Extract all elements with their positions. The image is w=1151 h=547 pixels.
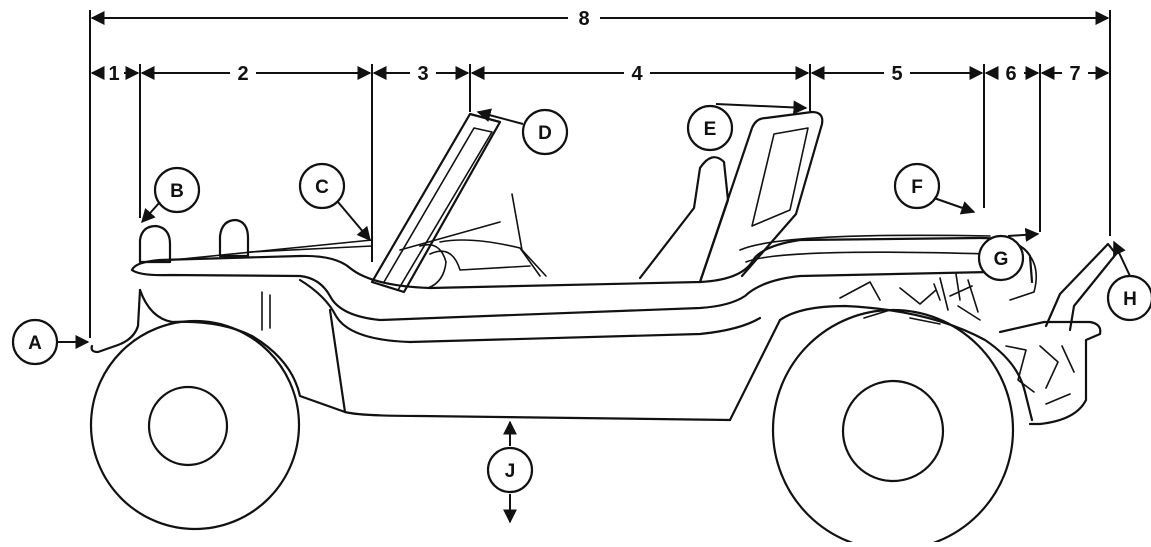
windshield-frame xyxy=(370,112,502,294)
windshield-inner xyxy=(383,127,493,291)
rear-bumper-frame xyxy=(998,320,1102,426)
front-bumper xyxy=(90,288,142,354)
callout-d-arrow xyxy=(476,108,524,125)
dune-buggy-illustration xyxy=(89,110,1118,547)
front-wheel xyxy=(89,319,301,531)
rear-wheel-hub xyxy=(841,379,945,483)
callout-b-label: B xyxy=(170,181,184,202)
roll-bar-inner xyxy=(751,127,809,227)
driver-seat-front xyxy=(419,243,447,289)
dimension-1-label: 1 xyxy=(108,63,119,85)
callout-h-arrow xyxy=(1113,240,1131,277)
rear-fender-arch xyxy=(778,304,1034,422)
callouts: A B C D E F G H J xyxy=(11,100,1151,524)
dimension-8-label: 8 xyxy=(578,8,589,30)
callout-g-label: G xyxy=(994,249,1009,270)
callout-f-circle xyxy=(893,162,941,210)
front-wheel-hub xyxy=(147,385,229,467)
engine-detail xyxy=(839,281,981,325)
dimension-4-label: 4 xyxy=(631,63,643,85)
engine-cage xyxy=(1005,345,1075,405)
dimension-3-label: 3 xyxy=(417,63,428,85)
body-fender-line xyxy=(130,268,992,322)
rear-deck-line-2 xyxy=(745,251,989,263)
callout-g-arrow xyxy=(1007,227,1040,242)
headlight-rear xyxy=(218,218,250,258)
rear-wheel xyxy=(771,308,1015,547)
hood-line-bottom xyxy=(249,245,373,253)
callout-f-arrow xyxy=(933,197,976,215)
body-side-line xyxy=(298,278,762,344)
callout-j-circle xyxy=(486,446,534,494)
callout-f-label: F xyxy=(911,177,923,198)
callout-c-arrow xyxy=(337,201,371,242)
callout-b-circle xyxy=(153,166,201,214)
callout-g-circle xyxy=(977,234,1025,282)
rear-seat xyxy=(638,156,730,284)
dimension-lines: 8 1 2 3 4 5 6 7 xyxy=(89,8,1111,338)
dimension-5-label: 5 xyxy=(891,63,902,85)
steering-column xyxy=(511,193,547,277)
front-fender-arch xyxy=(138,288,347,414)
callout-d-circle xyxy=(521,108,569,156)
callout-e-circle xyxy=(686,104,734,152)
callout-d-label: D xyxy=(538,123,552,144)
hood-vents xyxy=(261,291,271,331)
exhaust-pipe xyxy=(1044,242,1118,332)
callout-c-label: C xyxy=(315,177,329,198)
dashboard xyxy=(399,221,541,277)
dimension-6-label: 6 xyxy=(1005,63,1016,85)
callout-b-arrow xyxy=(141,201,161,224)
tail-light xyxy=(1009,255,1038,301)
seat-cushion xyxy=(429,250,531,271)
dimension-2-label: 2 xyxy=(237,63,248,85)
callout-e-label: E xyxy=(704,119,717,140)
callout-c-circle xyxy=(298,162,346,210)
callout-j-label: J xyxy=(505,461,516,482)
roll-bar xyxy=(698,110,824,284)
callout-a-label: A xyxy=(28,333,42,354)
dimension-7-label: 7 xyxy=(1069,63,1080,85)
hood-line-top xyxy=(171,239,373,261)
callout-h-label: H xyxy=(1123,289,1137,310)
callout-e-arrow xyxy=(715,100,808,115)
rear-deck-line-1 xyxy=(739,234,991,251)
engine-fins xyxy=(939,273,979,313)
body-top-edge xyxy=(130,236,1034,290)
side-panel xyxy=(328,308,782,422)
headlight-front xyxy=(138,224,172,264)
